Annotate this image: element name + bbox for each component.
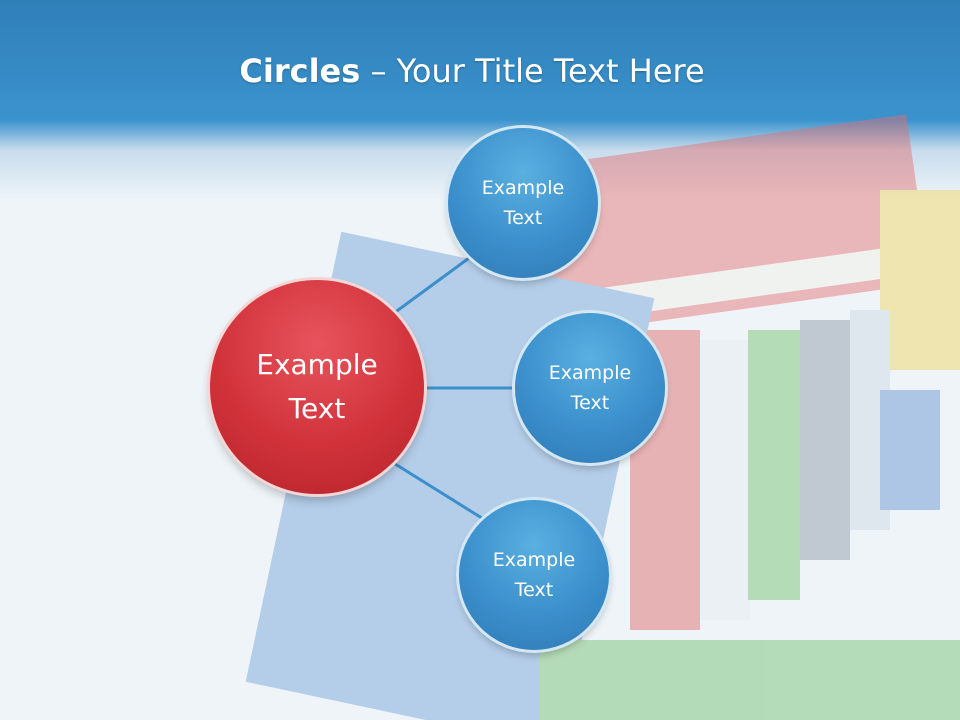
green-spine [748, 330, 800, 600]
satellite-circle-2: Example Text [515, 313, 665, 463]
title-rest: – Your Title Text Here [360, 52, 705, 90]
connector-1 [389, 248, 481, 318]
light-spine [850, 310, 890, 530]
satellite-circle-1: Example Text [448, 128, 598, 278]
white-spine [700, 340, 750, 620]
satellite-circle-3: Example Text [459, 500, 609, 650]
slide-title: Circles – Your Title Text Here [0, 52, 944, 90]
gray-spine [800, 320, 850, 560]
green-book [540, 640, 960, 720]
yellow-book [880, 190, 960, 370]
title-bold: Circles [239, 52, 361, 90]
connector-3 [391, 460, 486, 522]
blue-book-right [880, 390, 940, 510]
red-book [530, 114, 930, 336]
center-circle: Example Text [210, 280, 424, 494]
book-pages [559, 246, 901, 324]
